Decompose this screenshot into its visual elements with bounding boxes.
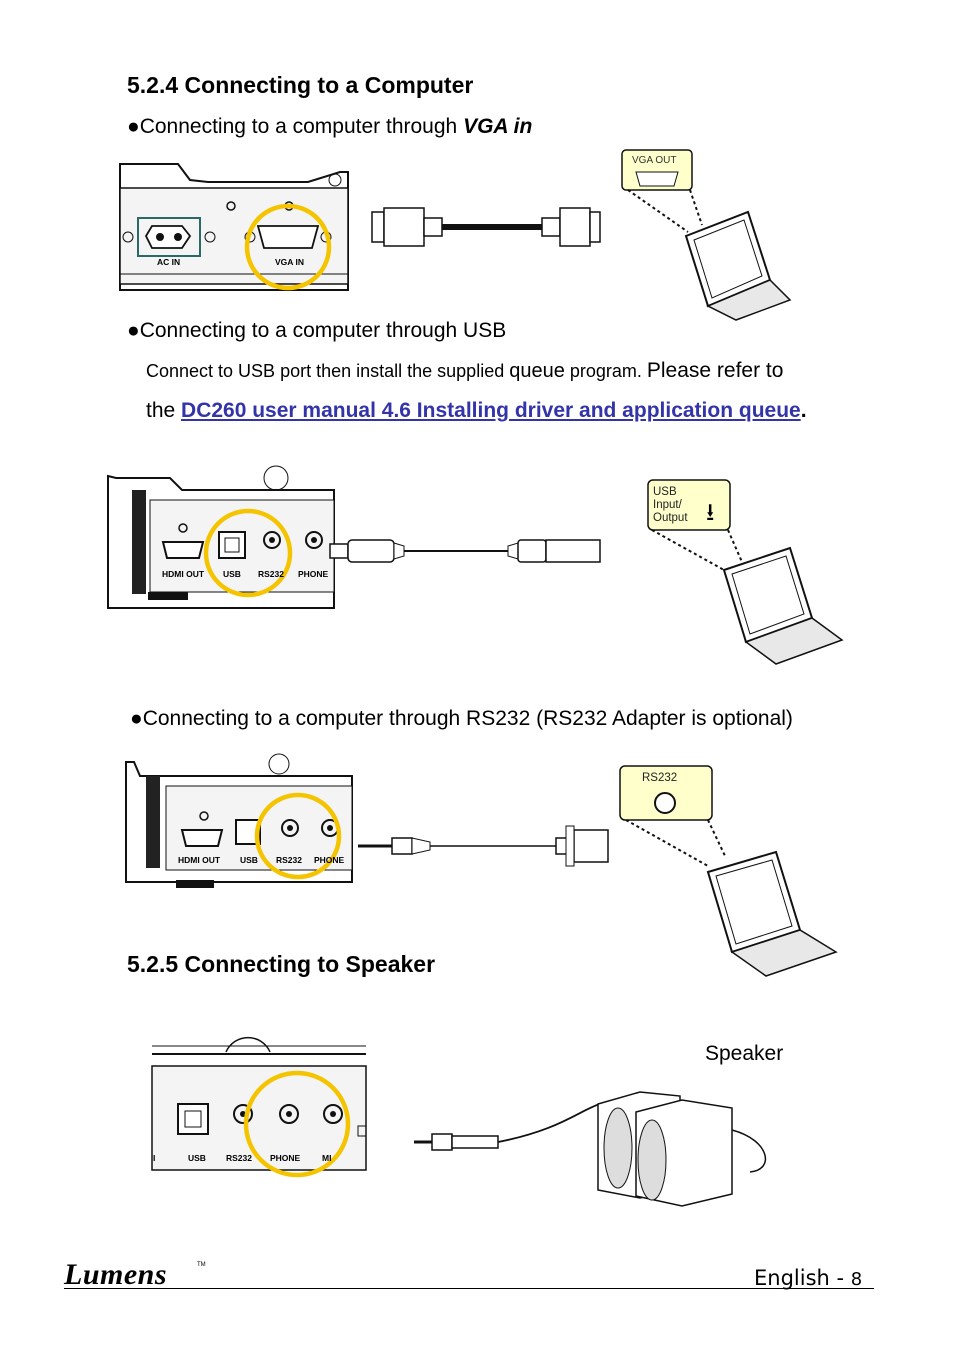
bullet-usb-text: Connecting to a computer through USB bbox=[139, 319, 507, 342]
manual-link[interactable]: DC260 user manual 4.6 Installing driver … bbox=[181, 399, 801, 422]
device-rear-panel bbox=[151, 1036, 367, 1178]
port-label-i: I bbox=[153, 1153, 155, 1163]
device-rear-panel bbox=[107, 465, 335, 609]
usb-symbol-icon: ⭳ bbox=[706, 498, 714, 526]
usb-note-queue: queue bbox=[509, 360, 565, 382]
usb-note-part3: Please refer to bbox=[646, 359, 784, 382]
speaker-connection-figure: I USB RS232 PHONE MI bbox=[151, 1036, 767, 1207]
port-label-rs232: RS232 bbox=[258, 569, 284, 579]
port-label-vgain: VGA IN bbox=[275, 257, 304, 267]
vga-connection-figure: AC IN VGA IN VGA OUT bbox=[119, 149, 792, 321]
rs232-cable-icon bbox=[358, 825, 609, 867]
bullet-vga: ●Connecting to a computer through VGA in bbox=[127, 115, 532, 139]
page-footer-label: English - 8 bbox=[754, 1266, 862, 1290]
port-label-hdmi: HDMI OUT bbox=[178, 855, 221, 865]
port-label-usb: USB bbox=[188, 1153, 206, 1163]
port-label-hdmi: HDMI OUT bbox=[162, 569, 205, 579]
bullet-rs232-text: Connecting to a computer through RS232 (… bbox=[142, 707, 793, 730]
port-label-phone: PHONE bbox=[298, 569, 329, 579]
speakers-icon bbox=[597, 1091, 767, 1207]
port-label-acin: AC IN bbox=[157, 257, 180, 267]
section-title-speaker: 5.2.5 Connecting to Speaker bbox=[127, 951, 436, 977]
usb-note-part1: Connect to USB port then install the sup… bbox=[146, 361, 510, 381]
vga-cable-icon bbox=[371, 207, 601, 247]
bullet-dot-icon: ● bbox=[127, 319, 140, 342]
bullet-dot-icon: ● bbox=[127, 115, 140, 138]
highlight-circle bbox=[244, 203, 332, 291]
rs232-connection-figure: HDMI OUT USB RS232 PHONE RS232 bbox=[125, 753, 838, 977]
callout-usb-line3: Output bbox=[653, 512, 688, 524]
usb-note-line2: the DC260 user manual 4.6 Installing dri… bbox=[146, 399, 807, 423]
page-footer-lang: English - bbox=[754, 1266, 851, 1290]
callout-usb-line1: USB bbox=[653, 486, 677, 498]
bullet-dot-icon: ● bbox=[130, 707, 143, 730]
port-label-usb: USB bbox=[223, 569, 241, 579]
port-label-mic: MI bbox=[322, 1153, 331, 1163]
highlight-circle bbox=[254, 792, 342, 880]
section-title-computer: 5.2.4 Connecting to a Computer bbox=[127, 72, 474, 98]
port-label-usb: USB bbox=[240, 855, 258, 865]
bullet-vga-text: Connecting to a computer through bbox=[139, 115, 464, 138]
laptop-icon bbox=[706, 850, 838, 977]
device-rear-panel bbox=[125, 753, 353, 888]
port-label-rs232: RS232 bbox=[226, 1153, 252, 1163]
usb-note-the: the bbox=[146, 399, 182, 422]
usb-cable-icon bbox=[329, 539, 601, 563]
usb-note-part2: program. bbox=[564, 361, 647, 381]
speaker-label: Speaker bbox=[705, 1042, 784, 1065]
device-rear-panel bbox=[119, 163, 349, 291]
highlight-circle bbox=[203, 508, 293, 598]
port-label-phone: PHONE bbox=[314, 855, 345, 865]
callout-rs232: RS232 bbox=[642, 772, 677, 784]
lumens-logo: Lumens bbox=[64, 1258, 168, 1291]
logo-trademark: TM bbox=[197, 1262, 206, 1268]
laptop-icon bbox=[684, 210, 792, 321]
port-label-rs232: RS232 bbox=[276, 855, 302, 865]
footer-divider bbox=[64, 1288, 874, 1289]
laptop-icon bbox=[722, 546, 844, 665]
callout-usb-line2: Input/ bbox=[653, 499, 683, 511]
bullet-vga-emph: VGA in bbox=[463, 115, 533, 138]
page-number: 8 bbox=[850, 1269, 863, 1290]
audio-cable-icon bbox=[414, 1103, 601, 1151]
port-label-phone: PHONE bbox=[270, 1153, 301, 1163]
usb-connection-figure: HDMI OUT USB RS232 PHONE USB Input/ Outp… bbox=[107, 465, 844, 665]
usb-note-period: . bbox=[800, 399, 807, 422]
bullet-usb: ●Connecting to a computer through USB bbox=[127, 319, 506, 343]
callout-vgaout: VGA OUT bbox=[632, 155, 676, 166]
bullet-rs232: ●Connecting to a computer through RS232 … bbox=[130, 707, 793, 731]
highlight-circle bbox=[243, 1070, 351, 1178]
usb-note: Connect to USB port then install the sup… bbox=[146, 359, 783, 383]
